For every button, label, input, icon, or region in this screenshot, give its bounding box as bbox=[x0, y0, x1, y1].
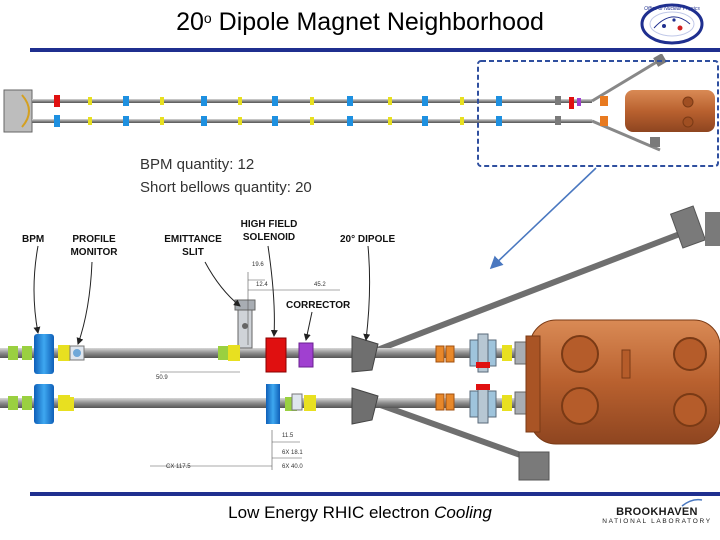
detail-beamline bbox=[0, 205, 720, 481]
dimension-lines bbox=[150, 272, 340, 470]
dim-5: 11.5 bbox=[282, 433, 294, 439]
detail-profile-monitor bbox=[69, 345, 85, 361]
footer-rule bbox=[30, 492, 720, 496]
brookhaven-swoosh-icon bbox=[681, 498, 703, 507]
dim-6: 6X 18.1 bbox=[282, 450, 303, 456]
detail-corrector bbox=[298, 342, 314, 368]
office-logo-text: Office of Nuclear Physics bbox=[644, 6, 700, 12]
detail-bellow-upper-1 bbox=[58, 345, 70, 361]
slide-title: 20o Dipole Magnet Neighborhood bbox=[176, 8, 544, 36]
dim-8: 6X 40.0 bbox=[282, 464, 303, 470]
overview-source-ring bbox=[21, 94, 30, 128]
overview-branch-flange-bottom bbox=[650, 137, 660, 147]
bellows-quantity: Short bellows quantity: 20 bbox=[140, 179, 312, 196]
detail-dipole-upper bbox=[351, 335, 379, 373]
dim-7: CX 117.5 bbox=[166, 464, 191, 470]
detail-lower-pipe bbox=[0, 398, 530, 408]
detail-bpm-lower-2 bbox=[266, 384, 280, 424]
overview-bellows bbox=[88, 97, 464, 125]
detail-bpm-lower bbox=[34, 384, 54, 424]
overview-corrector bbox=[577, 98, 581, 106]
dim-2: 12.4 bbox=[256, 282, 268, 288]
detail-bellows-left bbox=[8, 346, 32, 410]
brookhaven-logo: BROOKHAVEN NATIONAL LABORATORY bbox=[594, 506, 720, 525]
detail-branch-flange-top bbox=[669, 205, 707, 249]
overview-dipole-lower bbox=[555, 116, 561, 125]
detail-emittance-slit bbox=[234, 299, 256, 349]
overview-lower-bpm-first bbox=[54, 115, 60, 127]
overview-cooling-chamber bbox=[625, 90, 715, 132]
overview-lower-bpms bbox=[123, 116, 502, 126]
beamline-diagram bbox=[0, 54, 720, 481]
detail-branch-down bbox=[370, 399, 542, 465]
detail-orange-bellows bbox=[435, 345, 455, 411]
overview-beamline bbox=[3, 54, 715, 152]
detail-diagnostic-lower bbox=[469, 384, 497, 424]
label-corrector: CORRECTOR bbox=[286, 300, 351, 311]
detail-branch-flange-bottom bbox=[518, 451, 550, 481]
overview-upper-bpms bbox=[123, 96, 502, 106]
footer-text: Low Energy RHIC electron Cooling bbox=[228, 503, 492, 522]
overview-dipole-upper bbox=[555, 96, 561, 105]
detail-top-right-flange bbox=[705, 212, 720, 246]
brookhaven-logo-name: BROOKHAVEN bbox=[616, 506, 698, 518]
dim-4: 50.9 bbox=[156, 375, 168, 381]
overview-solenoid-right bbox=[569, 97, 574, 109]
detail-high-field-solenoid bbox=[265, 337, 287, 373]
zoom-arrow bbox=[489, 167, 597, 270]
detail-dipole-lower bbox=[351, 387, 379, 425]
dim-3: 45.2 bbox=[314, 282, 326, 288]
detail-branch-up bbox=[370, 229, 687, 355]
title-rule bbox=[30, 48, 720, 52]
detail-diagnostic-upper bbox=[469, 333, 497, 373]
zoom-region-box bbox=[477, 60, 719, 167]
detail-upper-pipe bbox=[0, 348, 530, 358]
overview-chamber-port-lower bbox=[600, 116, 608, 126]
detail-bellow-near-slit bbox=[228, 345, 240, 361]
brookhaven-logo-subtitle: NATIONAL LABORATORY bbox=[602, 518, 712, 525]
office-of-nuclear-physics-logo bbox=[640, 3, 704, 45]
label-bpm: BPM bbox=[22, 234, 45, 245]
detail-bpm-upper bbox=[34, 334, 54, 374]
chamber-port-upper bbox=[561, 335, 599, 373]
chamber-port-lower bbox=[561, 387, 599, 425]
overview-source-flange bbox=[3, 89, 33, 133]
overview-chamber-port-upper bbox=[600, 96, 608, 106]
overview-upper-solenoid bbox=[54, 95, 60, 107]
label-leaders bbox=[33, 245, 371, 345]
label-dipole: 20° DIPOLE bbox=[340, 234, 396, 245]
dim-1: 19.6 bbox=[252, 262, 264, 268]
bpm-quantity: BPM quantity: 12 bbox=[140, 156, 255, 173]
